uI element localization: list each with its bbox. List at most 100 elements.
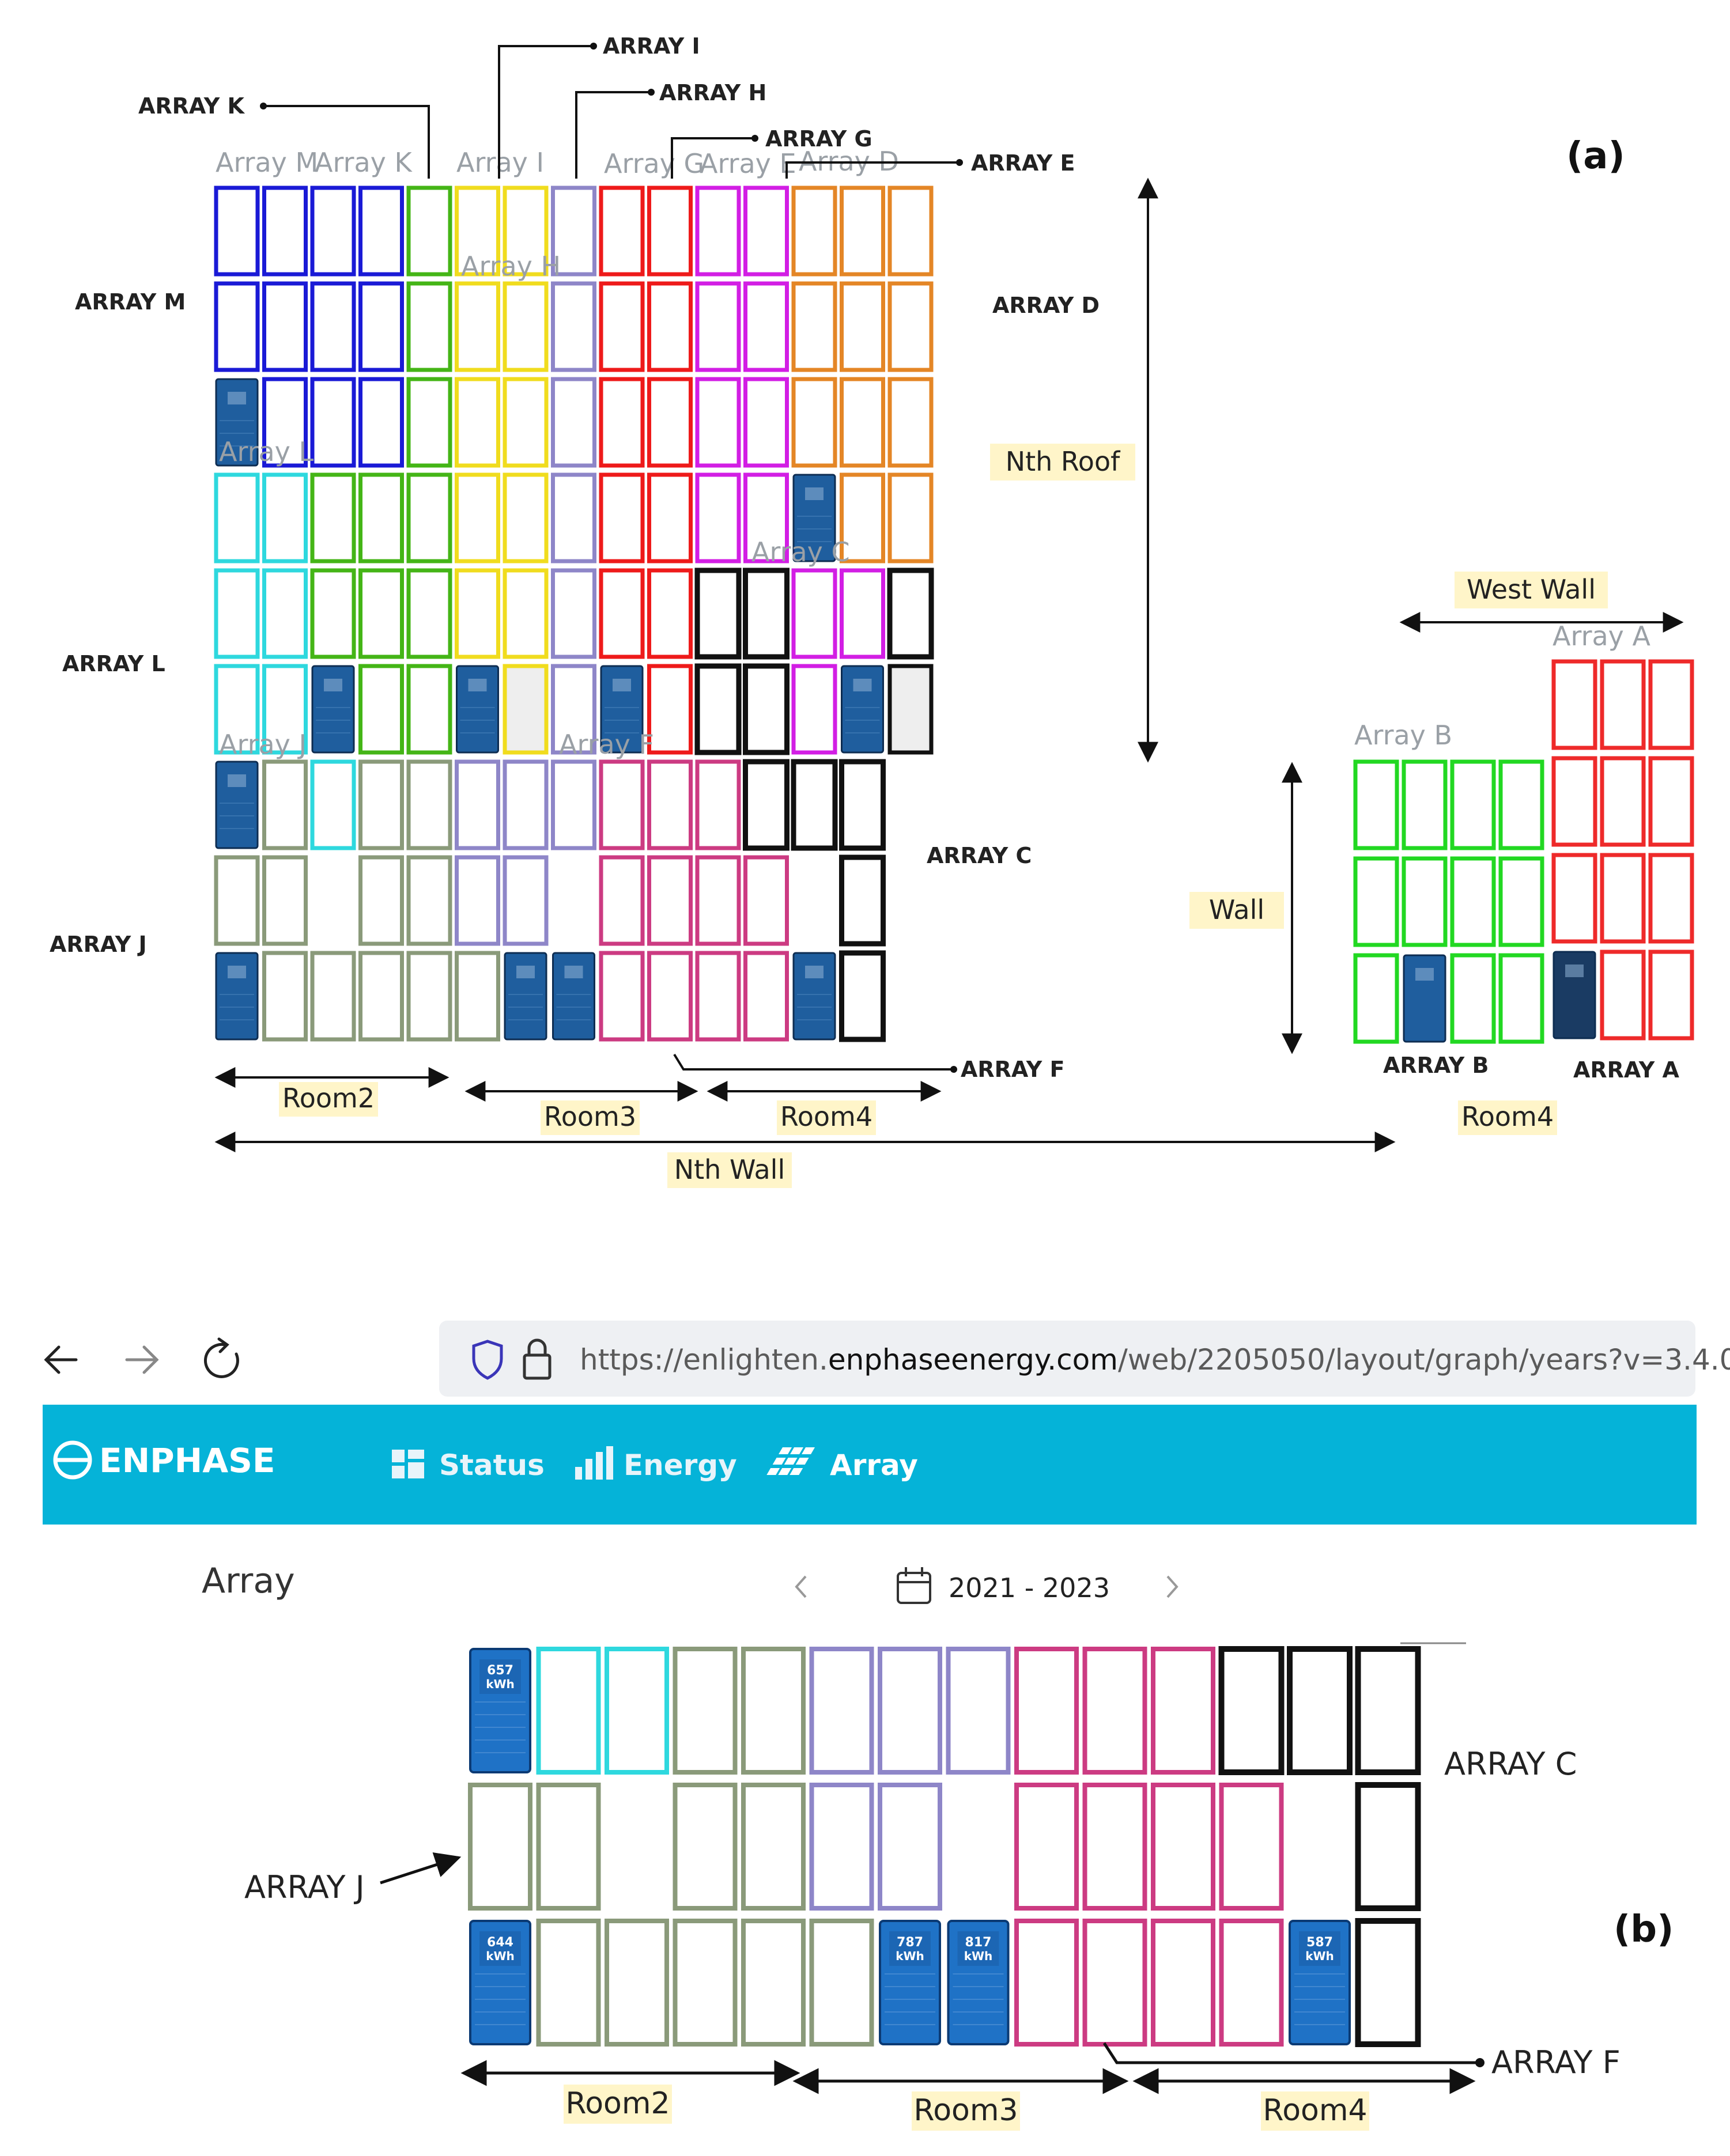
- nav-array[interactable]: Array: [766, 1447, 918, 1482]
- svg-text:Room2: Room2: [282, 1083, 375, 1114]
- panel-cell: [743, 568, 790, 660]
- panel-cell: [1082, 1783, 1147, 1911]
- next-period-button[interactable]: [1158, 1569, 1187, 1604]
- callout-array-l: ARRAY L: [62, 651, 165, 676]
- panel-cell: [358, 568, 404, 659]
- panel-cell: [1498, 953, 1544, 1044]
- panel-cell: [503, 664, 549, 755]
- panel-cell: [1648, 950, 1694, 1041]
- layout-a-panel-grid: [214, 186, 1694, 1044]
- label-nth-wall: Nth Wall: [667, 1152, 792, 1188]
- panel-cell: [406, 664, 452, 755]
- panel-cell: [310, 281, 356, 372]
- solar-panel-reading: [1403, 954, 1446, 1043]
- panel-energy-value: 657: [487, 1663, 513, 1678]
- date-range-picker[interactable]: 2021 - 2023: [897, 1567, 1110, 1604]
- panel-cell: [695, 186, 741, 277]
- panel-cell: [551, 664, 596, 755]
- array-icon: [766, 1447, 815, 1475]
- panel-energy-value: 587: [1306, 1935, 1333, 1950]
- b-label-array-c: ARRAY C: [1444, 1746, 1577, 1782]
- panel-cell: [503, 472, 549, 563]
- bar-chart-icon: [575, 1446, 613, 1480]
- chevron-left-icon: [795, 1575, 807, 1598]
- panel-cell: [1600, 659, 1646, 750]
- panel-cell: [551, 759, 596, 850]
- svg-text:West Wall: West Wall: [1467, 574, 1596, 605]
- panel-energy-unit: kWh: [896, 1949, 924, 1963]
- ghost-label-array-b: Array B: [1354, 720, 1452, 751]
- panel-cell: [647, 855, 693, 946]
- panel-cell: [455, 855, 500, 946]
- panel-cell: [673, 1783, 738, 1911]
- panel-cell: [262, 951, 308, 1042]
- panel-cell: [1355, 1782, 1421, 1911]
- panel-cell: [791, 281, 837, 372]
- reload-button[interactable]: [198, 1334, 250, 1386]
- panel-cell: [455, 377, 500, 468]
- nav-status[interactable]: Status: [392, 1448, 545, 1482]
- panel-cell: [536, 1647, 601, 1775]
- callout-array-b: ARRAY B: [1383, 1053, 1489, 1078]
- panel-cell: [262, 186, 308, 277]
- panel-cell: [214, 568, 260, 659]
- ghost-label-array-c: Array C: [751, 536, 850, 568]
- ghost-label-array-h: Array H: [461, 251, 561, 282]
- panel-cell: [887, 377, 934, 468]
- panel-cell: [695, 759, 741, 850]
- ghost-label-array-a: Array A: [1553, 621, 1651, 652]
- panel-cell: [695, 377, 741, 468]
- panel-cell: [262, 759, 308, 850]
- panel-cell: [1648, 756, 1694, 847]
- panel-cell: [358, 759, 404, 850]
- enphase-logo-icon: [53, 1440, 92, 1480]
- panel-cell: [468, 1783, 532, 1911]
- panel-cell: [647, 664, 693, 755]
- address-bar[interactable]: https://enlighten.enphaseenergy.com/web/…: [439, 1321, 1730, 1397]
- solar-panel-reading: [841, 665, 884, 754]
- panel-cell: [406, 568, 452, 659]
- forward-button[interactable]: [115, 1334, 167, 1386]
- panel-cell: [647, 472, 693, 563]
- brand-name: ENPHASE: [99, 1441, 275, 1480]
- back-arrow-icon: [44, 1345, 78, 1374]
- ghost-label-array-i: Array I: [456, 147, 544, 178]
- panel-cell: [791, 377, 837, 468]
- back-button[interactable]: [35, 1334, 86, 1386]
- panel-cell: [358, 281, 404, 372]
- panel-cell: [1600, 950, 1646, 1041]
- panel-cell: [551, 472, 596, 563]
- grid-icon: [392, 1450, 424, 1478]
- panel-cell: [503, 281, 549, 372]
- panel-cell: [310, 186, 356, 277]
- ghost-label-array-g: Array G: [604, 148, 704, 179]
- panel-cell: [262, 855, 308, 946]
- panel-cell: [406, 855, 452, 946]
- svg-text:Room4: Room4: [780, 1101, 872, 1132]
- solar-panel-reading: [792, 952, 836, 1041]
- callout-dots: [260, 43, 963, 1073]
- panel-cell: [406, 377, 452, 468]
- panel-cell: [1648, 853, 1694, 944]
- panel-cell: [599, 759, 645, 850]
- panel-cell: [214, 281, 260, 372]
- panel-cell: [946, 1647, 1011, 1775]
- panel-cell: [1353, 856, 1399, 947]
- panel-cell: [1600, 756, 1646, 847]
- prev-period-button[interactable]: [786, 1569, 815, 1604]
- panel-cell: [1082, 1647, 1147, 1775]
- solar-panel-reading: [792, 474, 836, 562]
- panel-cell: [1219, 1783, 1284, 1911]
- panel-cell: [673, 1919, 738, 2047]
- panel-cell: [839, 950, 886, 1042]
- nav-energy[interactable]: Energy: [575, 1446, 737, 1482]
- b-array-f-leader: [1102, 2042, 1480, 2064]
- label-wall: Wall: [1189, 892, 1284, 929]
- panel-cell: [743, 377, 789, 468]
- panel-cell: [599, 472, 645, 563]
- panel-cell: [887, 186, 934, 277]
